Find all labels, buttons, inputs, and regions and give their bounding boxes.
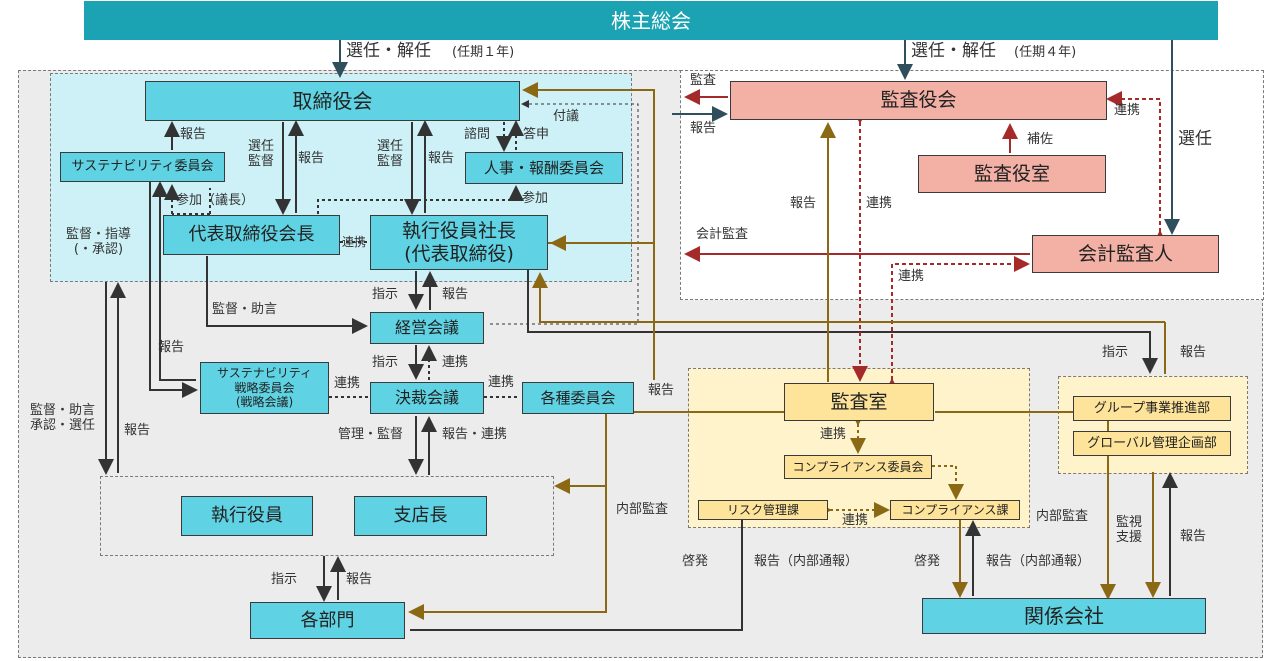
report-label-audit-dept: 報告 xyxy=(790,196,817,211)
enlighten-label-left: 啓発 xyxy=(682,554,709,569)
report-label-affiliates: 報告 xyxy=(1180,529,1207,544)
compliance-section-box[interactable]: コンプライアンス課 xyxy=(890,500,1020,520)
instruct-label-decision: 指示 xyxy=(372,355,399,370)
report-label-chair: 報告 xyxy=(298,151,325,166)
report-whistle-label-left: 報告（内部通報） xyxy=(754,554,859,569)
hr-compensation-committee-box[interactable]: 人事・報酬委員会 xyxy=(465,152,623,184)
internal-audit-label-right: 内部監査 xyxy=(1036,509,1089,524)
board-of-directors-box[interactable]: 取締役会 xyxy=(145,81,520,121)
executive-officers-box[interactable]: 執行役員 xyxy=(181,496,313,536)
report-label-president: 報告 xyxy=(428,151,455,166)
instruct-label-group: 指示 xyxy=(1102,345,1129,360)
elect-dismiss-label-left: 選任・解任 xyxy=(346,41,431,61)
instruct-label-depts: 指示 xyxy=(271,572,298,587)
sustainability-strategy-line3: (戦略会議) xyxy=(235,395,294,410)
audit-department-box[interactable]: 監査室 xyxy=(784,383,934,421)
report-label-depts: 報告 xyxy=(346,572,373,587)
refer-label: 付議 xyxy=(553,109,580,124)
sustainability-strategy-line1: サステナビリティ xyxy=(216,366,313,381)
report-whistle-label-right: 報告（内部通報） xyxy=(986,554,1091,569)
supervise-guide-label: 監督・指導 (・承認) xyxy=(66,227,132,257)
answer-label: 答申 xyxy=(523,127,550,142)
departments-box[interactable]: 各部門 xyxy=(250,602,405,639)
assist-label: 補佐 xyxy=(1027,132,1054,147)
sustainability-strategy-committee-box[interactable]: サステナビリティ 戦略委員会 (戦略会議) xyxy=(200,362,329,414)
cooperate-label-sections: 連携 xyxy=(842,513,869,528)
cooperate-label-auditor: 連携 xyxy=(1114,103,1141,118)
president-title: 執行役員社長 xyxy=(401,219,516,242)
sustainability-committee-box[interactable]: サステナビリティ委員会 xyxy=(60,152,225,182)
elect-dismiss-label-right: 選任・解任 xyxy=(911,41,996,61)
audit-label: 監査 xyxy=(690,73,717,88)
compliance-committee-box[interactable]: コンプライアンス委員会 xyxy=(784,455,932,479)
cooperate-label-compliance-committee: 連携 xyxy=(820,427,847,442)
report-label-strategy: 報告 xyxy=(158,340,185,355)
accounting-audit-label: 会計監査 xyxy=(696,227,749,242)
report-cooperate-label: 報告・連携 xyxy=(442,427,508,442)
report-label-sustain: 報告 xyxy=(180,127,207,142)
group-business-promotion-box[interactable]: グループ事業推進部 xyxy=(1073,396,1231,421)
sustainability-strategy-line2: 戦略委員会 xyxy=(234,380,295,395)
global-management-planning-box[interactable]: グローバル管理企画部 xyxy=(1073,431,1231,456)
representative-chairman-box[interactable]: 代表取締役会長 xyxy=(163,215,340,255)
report-label-left: 報告 xyxy=(124,423,151,438)
monitor-support-label: 監視 支援 xyxy=(1116,515,1143,545)
internal-audit-label-left: 内部監査 xyxy=(616,502,669,517)
supervise-advise-label: 監督・助言 xyxy=(212,302,278,317)
report-label-mgmt: 報告 xyxy=(442,287,469,302)
cooperate-label-accounting: 連携 xyxy=(898,269,925,284)
report-label-group: 報告 xyxy=(1180,345,1207,360)
cooperate-label-audit-dept: 連携 xyxy=(866,196,893,211)
manage-supervise-label: 管理・監督 xyxy=(338,427,404,442)
term1-label: (任期１年) xyxy=(452,45,515,60)
elect-supervise-label-president: 選任 監督 xyxy=(377,139,404,169)
risk-management-section-box[interactable]: リスク管理課 xyxy=(698,500,828,520)
participate-chair-label: 参加（議長） xyxy=(176,193,255,208)
instruct-label-mgmt: 指示 xyxy=(372,287,399,302)
various-committees-box[interactable]: 各種委員会 xyxy=(522,382,634,414)
term4-label: (任期４年) xyxy=(1014,45,1077,60)
cooperate-label-strategy: 連携 xyxy=(334,376,361,391)
elect-supervise-label-chair: 選任 監督 xyxy=(248,139,275,169)
participate-label: 参加 xyxy=(522,191,549,206)
audit-board-box[interactable]: 監査役会 xyxy=(730,81,1107,120)
affiliates-box[interactable]: 関係会社 xyxy=(922,598,1206,634)
branch-managers-box[interactable]: 支店長 xyxy=(354,496,487,536)
report-label-audit-board: 報告 xyxy=(690,121,717,136)
shareholders-meeting-banner[interactable]: 株主総会 xyxy=(84,1,1218,40)
management-meeting-box[interactable]: 経営会議 xyxy=(370,312,484,344)
supervise-advise-approve-label: 監督・助言 承認・選任 xyxy=(30,403,96,433)
consult-label: 諮問 xyxy=(464,127,491,142)
president-box[interactable]: 執行役員社長 (代表取締役) xyxy=(370,215,548,270)
accounting-auditor-box[interactable]: 会計監査人 xyxy=(1032,235,1219,273)
appoint-label: 選任 xyxy=(1178,129,1212,149)
cooperate-label-committees: 連携 xyxy=(488,375,515,390)
cooperate-label-decision: 連携 xyxy=(442,355,469,370)
report-label-board-from-audit: 報告 xyxy=(648,383,675,398)
decision-meeting-box[interactable]: 決裁会議 xyxy=(370,382,484,414)
cooperate-label-chair-president: 連携 xyxy=(342,235,367,249)
enlighten-label-right: 啓発 xyxy=(914,554,941,569)
group-zone xyxy=(1058,376,1248,474)
president-role: (代表取締役) xyxy=(404,242,514,265)
audit-office-staff-box[interactable]: 監査役室 xyxy=(918,155,1106,193)
